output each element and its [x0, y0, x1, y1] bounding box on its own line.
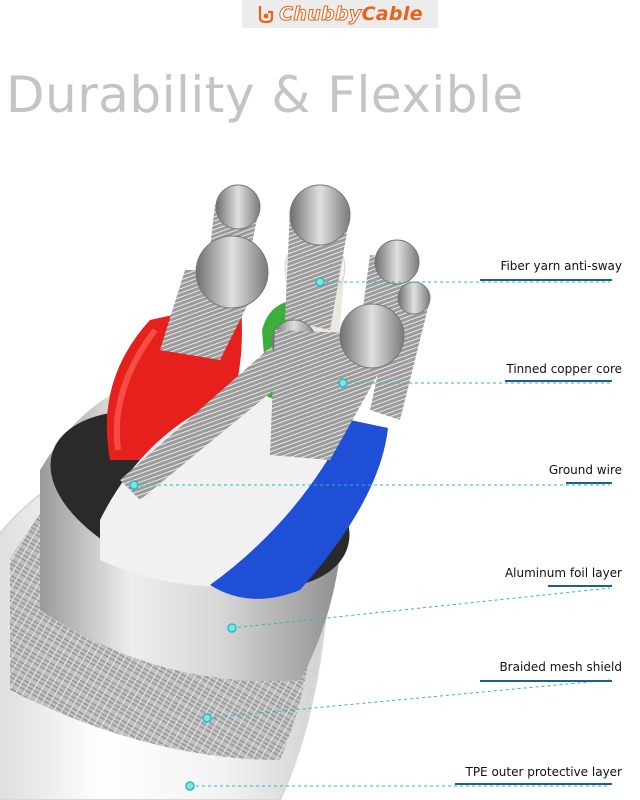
callout-label-aluminum-foil: Aluminum foil layer	[504, 566, 622, 580]
brand-name-part2: Cable	[361, 3, 423, 25]
tinned-copper-strands	[120, 184, 431, 500]
callout-bar	[480, 279, 612, 281]
callout-bar	[455, 783, 612, 785]
callout-dots	[129, 277, 348, 791]
callout-label-tinned-copper: Tinned copper core	[506, 362, 622, 376]
blue-wire	[210, 420, 388, 599]
brand-name: ChubbyCable	[279, 3, 423, 26]
callout-dot	[227, 623, 237, 633]
headline: Durability & Flexible	[6, 66, 524, 124]
brand-logo: ChubbyCable	[242, 0, 438, 28]
callout-label-fiber-yarn: Fiber yarn anti-sway	[500, 259, 622, 273]
callout-bar	[566, 482, 612, 484]
callout-dot	[129, 480, 139, 490]
callout-dot	[315, 277, 325, 287]
brand-name-part1: Chubby	[279, 3, 362, 26]
callout-bar	[480, 680, 612, 682]
chubby-cable-logo-icon	[259, 6, 274, 24]
callout-label-braided-mesh: Braided mesh shield	[499, 660, 622, 674]
callout-label-ground-wire: Ground wire	[548, 463, 622, 477]
callout-dot	[185, 781, 195, 791]
callout-dot	[202, 713, 212, 723]
callout-label-tpe-outer: TPE outer protective layer	[465, 765, 622, 779]
callout-dot	[338, 378, 348, 388]
callout-bar	[548, 585, 612, 587]
leader-lines	[134, 281, 611, 787]
callout-bar	[505, 380, 612, 382]
